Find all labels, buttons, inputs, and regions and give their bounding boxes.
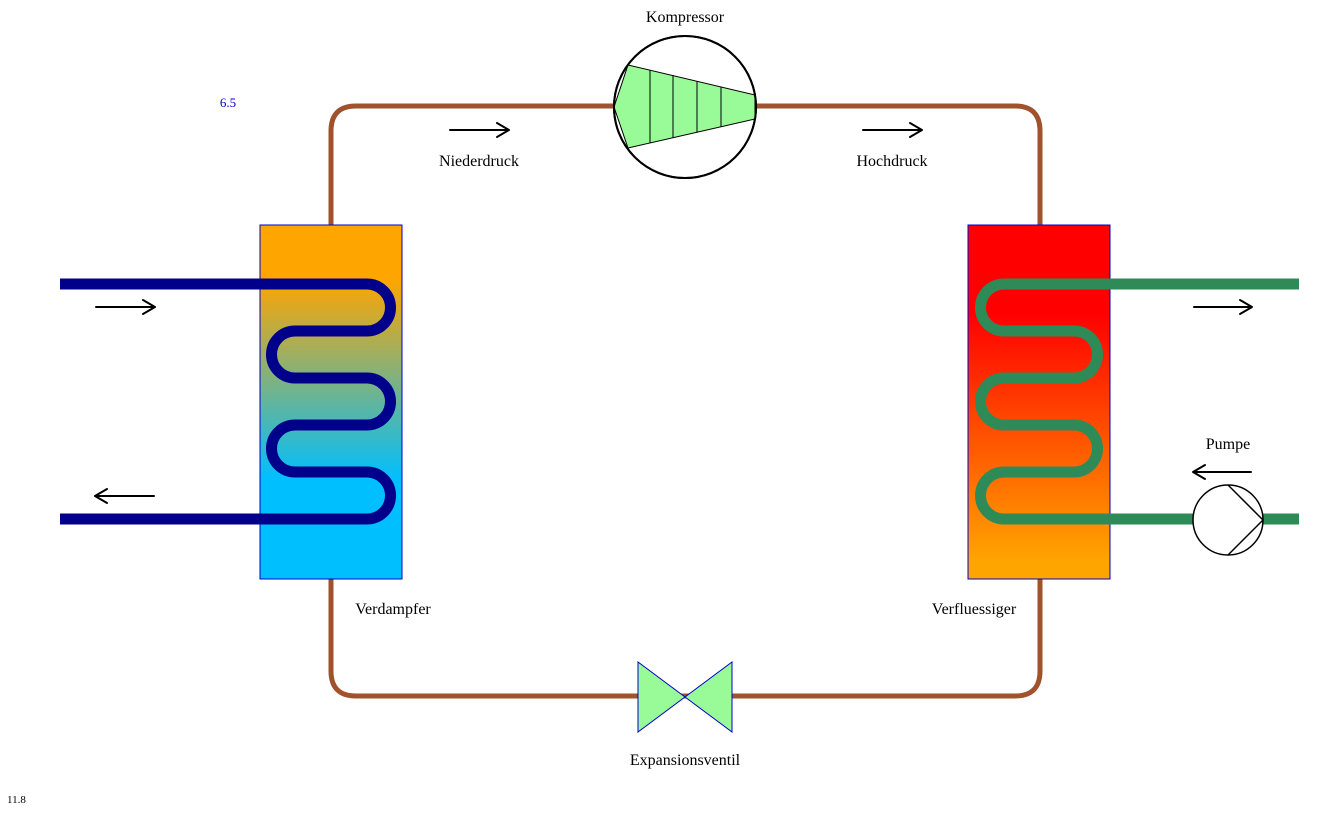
compressor-label: Kompressor	[646, 9, 725, 26]
arrow-right-icon	[862, 122, 923, 138]
arrow-right-icon	[95, 299, 156, 315]
evaporator	[259, 224, 403, 580]
high-pressure-label: Hochdruck	[856, 153, 927, 170]
arrow-right-icon	[1193, 299, 1253, 315]
arrow-right-icon	[449, 122, 510, 138]
expansion-valve	[637, 661, 733, 733]
arrow-left-icon	[1192, 464, 1252, 480]
bottom-readout: 11.8	[7, 794, 26, 806]
low-pressure-label: Niederdruck	[439, 153, 519, 170]
pump	[1192, 484, 1264, 556]
expansion-valve-label: Expansionsventil	[630, 752, 741, 769]
evaporator-coil	[60, 278, 396, 525]
condenser-label: Verfluessiger	[932, 601, 1017, 618]
compressor	[613, 35, 757, 179]
top-readout: 6.5	[220, 95, 236, 110]
arrow-left-icon	[94, 488, 155, 504]
pump-label: Pumpe	[1206, 436, 1250, 453]
condenser	[967, 224, 1111, 580]
condenser-coil	[975, 278, 1299, 525]
evaporator-label: Verdampfer	[355, 601, 431, 618]
